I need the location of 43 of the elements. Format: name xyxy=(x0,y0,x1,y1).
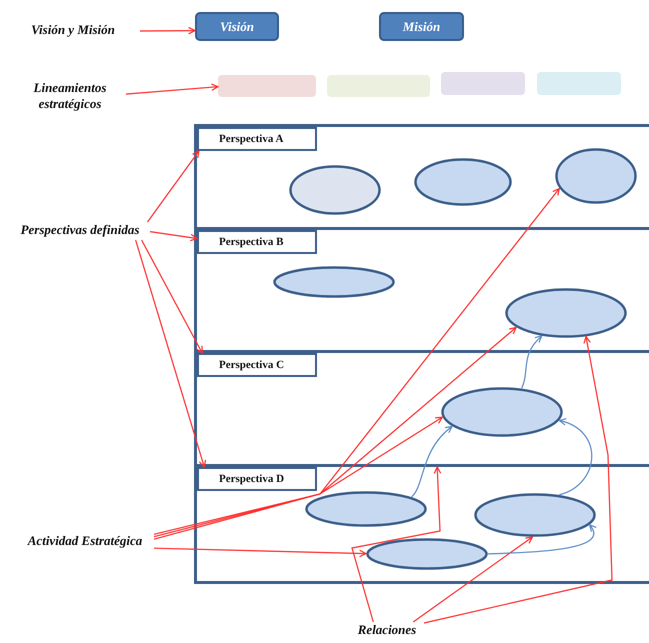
arrow xyxy=(154,548,367,558)
arrow xyxy=(141,240,203,354)
activity-ellipse xyxy=(273,266,395,298)
arrow xyxy=(521,335,542,389)
arrow xyxy=(147,150,200,222)
arrow xyxy=(154,416,443,540)
activity-ellipse xyxy=(366,538,488,570)
title-box: Visión xyxy=(195,12,279,41)
perspective-tab: Perspectiva D xyxy=(197,467,317,491)
arrow xyxy=(150,231,198,242)
perspective-tab: Perspectiva A xyxy=(197,127,317,151)
guideline-box xyxy=(441,72,525,95)
arrow xyxy=(558,418,592,496)
side-label: Relaciones xyxy=(350,622,424,640)
side-label: Visión y Misión xyxy=(6,22,140,40)
side-label: Lineamientos estratégicos xyxy=(14,80,126,114)
side-label: Actividad Estratégica xyxy=(16,533,154,551)
activity-ellipse xyxy=(414,158,512,206)
activity-ellipse xyxy=(441,387,563,437)
side-label: Perspectivas definidas xyxy=(10,222,150,240)
activity-ellipse xyxy=(474,493,596,537)
perspective-tab: Perspectiva C xyxy=(197,353,317,377)
arrow xyxy=(424,336,613,624)
perspective-tab: Perspectiva B xyxy=(197,230,317,254)
arrow xyxy=(154,188,560,535)
guideline-box xyxy=(537,72,621,95)
arrow xyxy=(154,326,517,538)
arrow xyxy=(126,83,219,95)
title-box: Misión xyxy=(379,12,464,41)
activity-ellipse xyxy=(505,288,627,338)
guideline-box xyxy=(218,75,316,97)
perspective-band xyxy=(194,464,649,584)
arrow xyxy=(411,426,453,498)
guideline-box xyxy=(327,75,430,97)
activity-ellipse xyxy=(555,148,637,204)
perspective-band xyxy=(194,124,649,230)
arrow xyxy=(351,466,442,622)
activity-ellipse xyxy=(289,165,381,215)
activity-ellipse xyxy=(305,491,427,527)
arrow xyxy=(135,240,206,468)
arrow xyxy=(412,536,533,622)
arrow xyxy=(140,26,196,34)
arrow xyxy=(488,524,596,554)
